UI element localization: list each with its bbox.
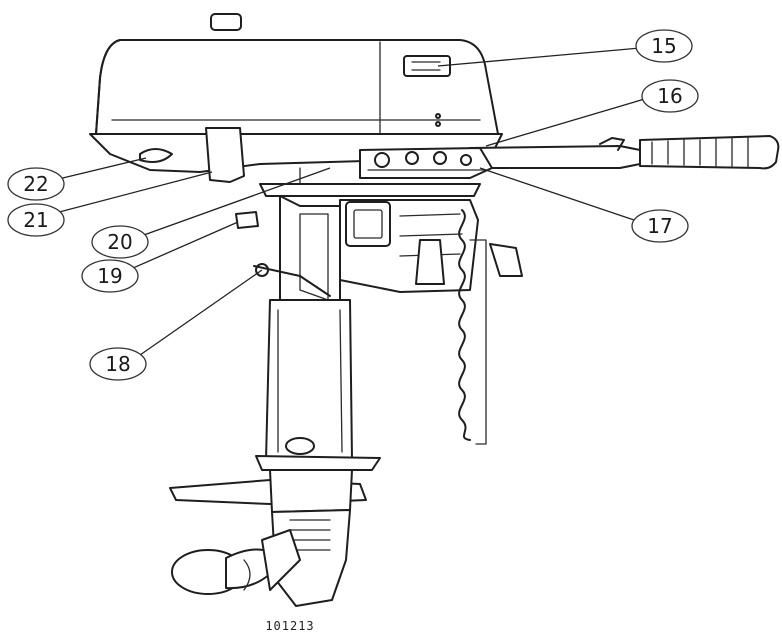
callout-19-label: 19 xyxy=(97,264,122,288)
driveshaft-housing xyxy=(255,299,381,471)
callout-18: 18 xyxy=(89,347,147,381)
callout-labels: 15 16 17 18 19 20 21 22 xyxy=(7,29,699,381)
callout-16: 16 xyxy=(641,79,699,113)
callout-15-label: 15 xyxy=(651,34,676,58)
callout-21-label: 21 xyxy=(23,208,48,232)
figure-code: 101213 xyxy=(265,619,314,633)
cavitation-plate xyxy=(169,469,367,513)
lower-motor-cover xyxy=(89,127,503,183)
callout-16-label: 16 xyxy=(657,84,682,108)
engine-cowling xyxy=(95,13,499,135)
gearcase-propeller xyxy=(171,509,351,607)
callout-21: 21 xyxy=(7,203,65,237)
callout-22-label: 22 xyxy=(23,172,48,196)
callout-17-label: 17 xyxy=(647,214,672,238)
callout-19: 19 xyxy=(81,259,139,293)
leader-lines xyxy=(43,47,649,363)
callout-18-label: 18 xyxy=(105,352,130,376)
callout-20: 20 xyxy=(91,225,149,259)
tiller-handle xyxy=(469,135,780,170)
callout-20-label: 20 xyxy=(107,230,132,254)
spring-coil xyxy=(458,209,487,445)
callout-17: 17 xyxy=(631,209,689,243)
callout-22: 22 xyxy=(7,167,65,201)
clamp-bracket xyxy=(235,183,523,331)
callout-15: 15 xyxy=(635,29,693,63)
